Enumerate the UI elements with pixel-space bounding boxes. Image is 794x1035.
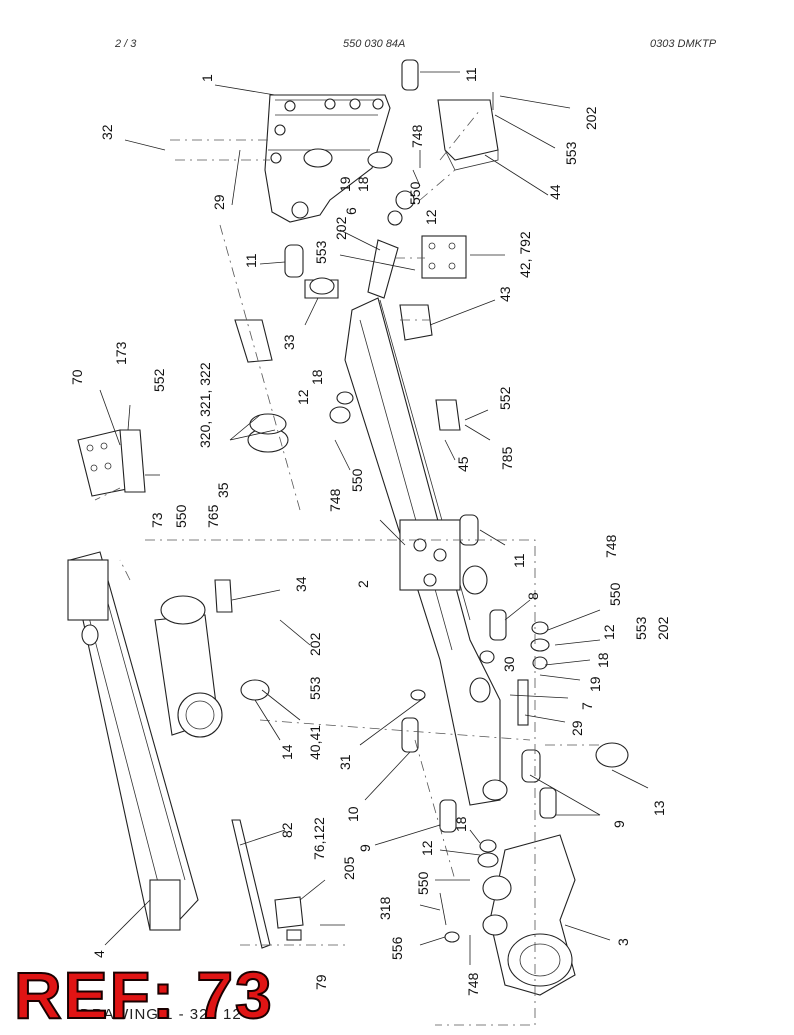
callout-785: 785 [499,446,515,470]
callout-11: 11 [243,253,259,268]
callout-12: 12 [601,624,617,640]
document-number: 550 030 84A [343,38,406,50]
cylinder-14 [154,595,223,738]
callout-44: 44 [547,184,563,200]
callout-32: 32 [99,124,115,140]
drawing-label: DRAWING 1 - 328 12 [80,1006,242,1023]
cover-44 [437,99,499,171]
callout-35: 35 [215,482,231,498]
pin-11-left [284,244,304,278]
callout-202: 202 [655,616,671,640]
callout-82: 82 [279,822,295,838]
callout-19: 19 [587,676,603,692]
plate-43 [399,304,433,341]
callout-40-41: 40,41 [307,725,323,760]
leader-lines [99,71,649,965]
document-code: 0303 DMKTP [650,38,717,50]
callout-4: 4 [91,950,107,958]
callout-9: 9 [611,820,627,828]
callout-765: 765 [205,504,221,528]
callout-33: 33 [281,334,297,350]
callout-30: 30 [501,656,517,672]
callout-19: 19 [337,176,353,192]
callout-18: 18 [309,369,325,385]
callout-320-321-322: 320, 321, 322 [197,362,213,448]
callout-173: 173 [113,341,129,365]
callout-11: 11 [463,67,479,82]
boom-4 [67,551,199,931]
callout-11: 11 [511,553,527,568]
callout-31: 31 [337,754,353,770]
callout-70: 70 [69,369,85,385]
callout-553: 553 [563,141,579,165]
callout-318: 318 [377,896,393,920]
callout-552: 552 [497,386,513,410]
block-45 [435,399,461,431]
callout-552: 552 [151,368,167,392]
callout-10: 10 [345,806,361,822]
callout-748: 748 [465,972,481,996]
callout-202: 202 [583,106,599,130]
callout-748: 748 [603,534,619,558]
knuckle-3 [482,834,576,996]
callout-9: 9 [357,844,373,852]
callout-6: 6 [343,207,359,215]
callout-553: 553 [307,676,323,700]
callout-550: 550 [173,504,189,528]
callout-3: 3 [615,938,631,946]
callout-748: 748 [409,124,425,148]
rod-6 [367,239,399,299]
callout-748: 748 [327,488,343,512]
callout-14: 14 [279,744,295,760]
clamp-35 [247,413,289,453]
callout-76-122: 76,122 [311,817,327,860]
callout-12: 12 [423,209,439,225]
callout-29: 29 [211,194,227,210]
callout-202: 202 [333,216,349,240]
callout-29: 29 [569,720,585,736]
callout-553: 553 [313,240,329,264]
valve-block-42 [421,235,467,279]
main-beam-2 [344,297,508,806]
callout-202: 202 [307,632,323,656]
callout-2: 2 [355,580,371,588]
callout-42-792: 42, 792 [517,231,533,278]
callout-8: 8 [525,592,541,600]
callout-1: 1 [199,74,215,82]
callout-550: 550 [607,582,623,606]
callout-12: 12 [295,389,311,405]
ref-banner: REF: 73 [13,958,274,1032]
callout-205: 205 [341,856,357,880]
page-number: 2 / 3 [115,38,137,50]
callout-43: 43 [497,286,513,302]
pin-11-right [459,514,479,546]
callout-7: 7 [579,702,595,710]
frame-upper-part [264,94,393,223]
callout-34: 34 [293,576,309,592]
callout-18: 18 [453,816,469,832]
callout-556: 556 [389,936,405,960]
callout-12: 12 [419,840,435,856]
callout-550: 550 [407,181,423,205]
callout-18: 18 [355,176,371,192]
callout-labels: 1 11 32 202 553 748 44 29 19 18 550 12 6… [69,67,671,996]
callout-553: 553 [633,616,649,640]
callout-45: 45 [455,456,471,472]
callout-13: 13 [651,800,667,816]
callout-73: 73 [149,512,165,528]
callout-550: 550 [415,871,431,895]
callout-18: 18 [595,652,611,668]
pin-11-top [401,59,419,91]
callout-550: 550 [349,468,365,492]
callout-79: 79 [313,974,329,990]
